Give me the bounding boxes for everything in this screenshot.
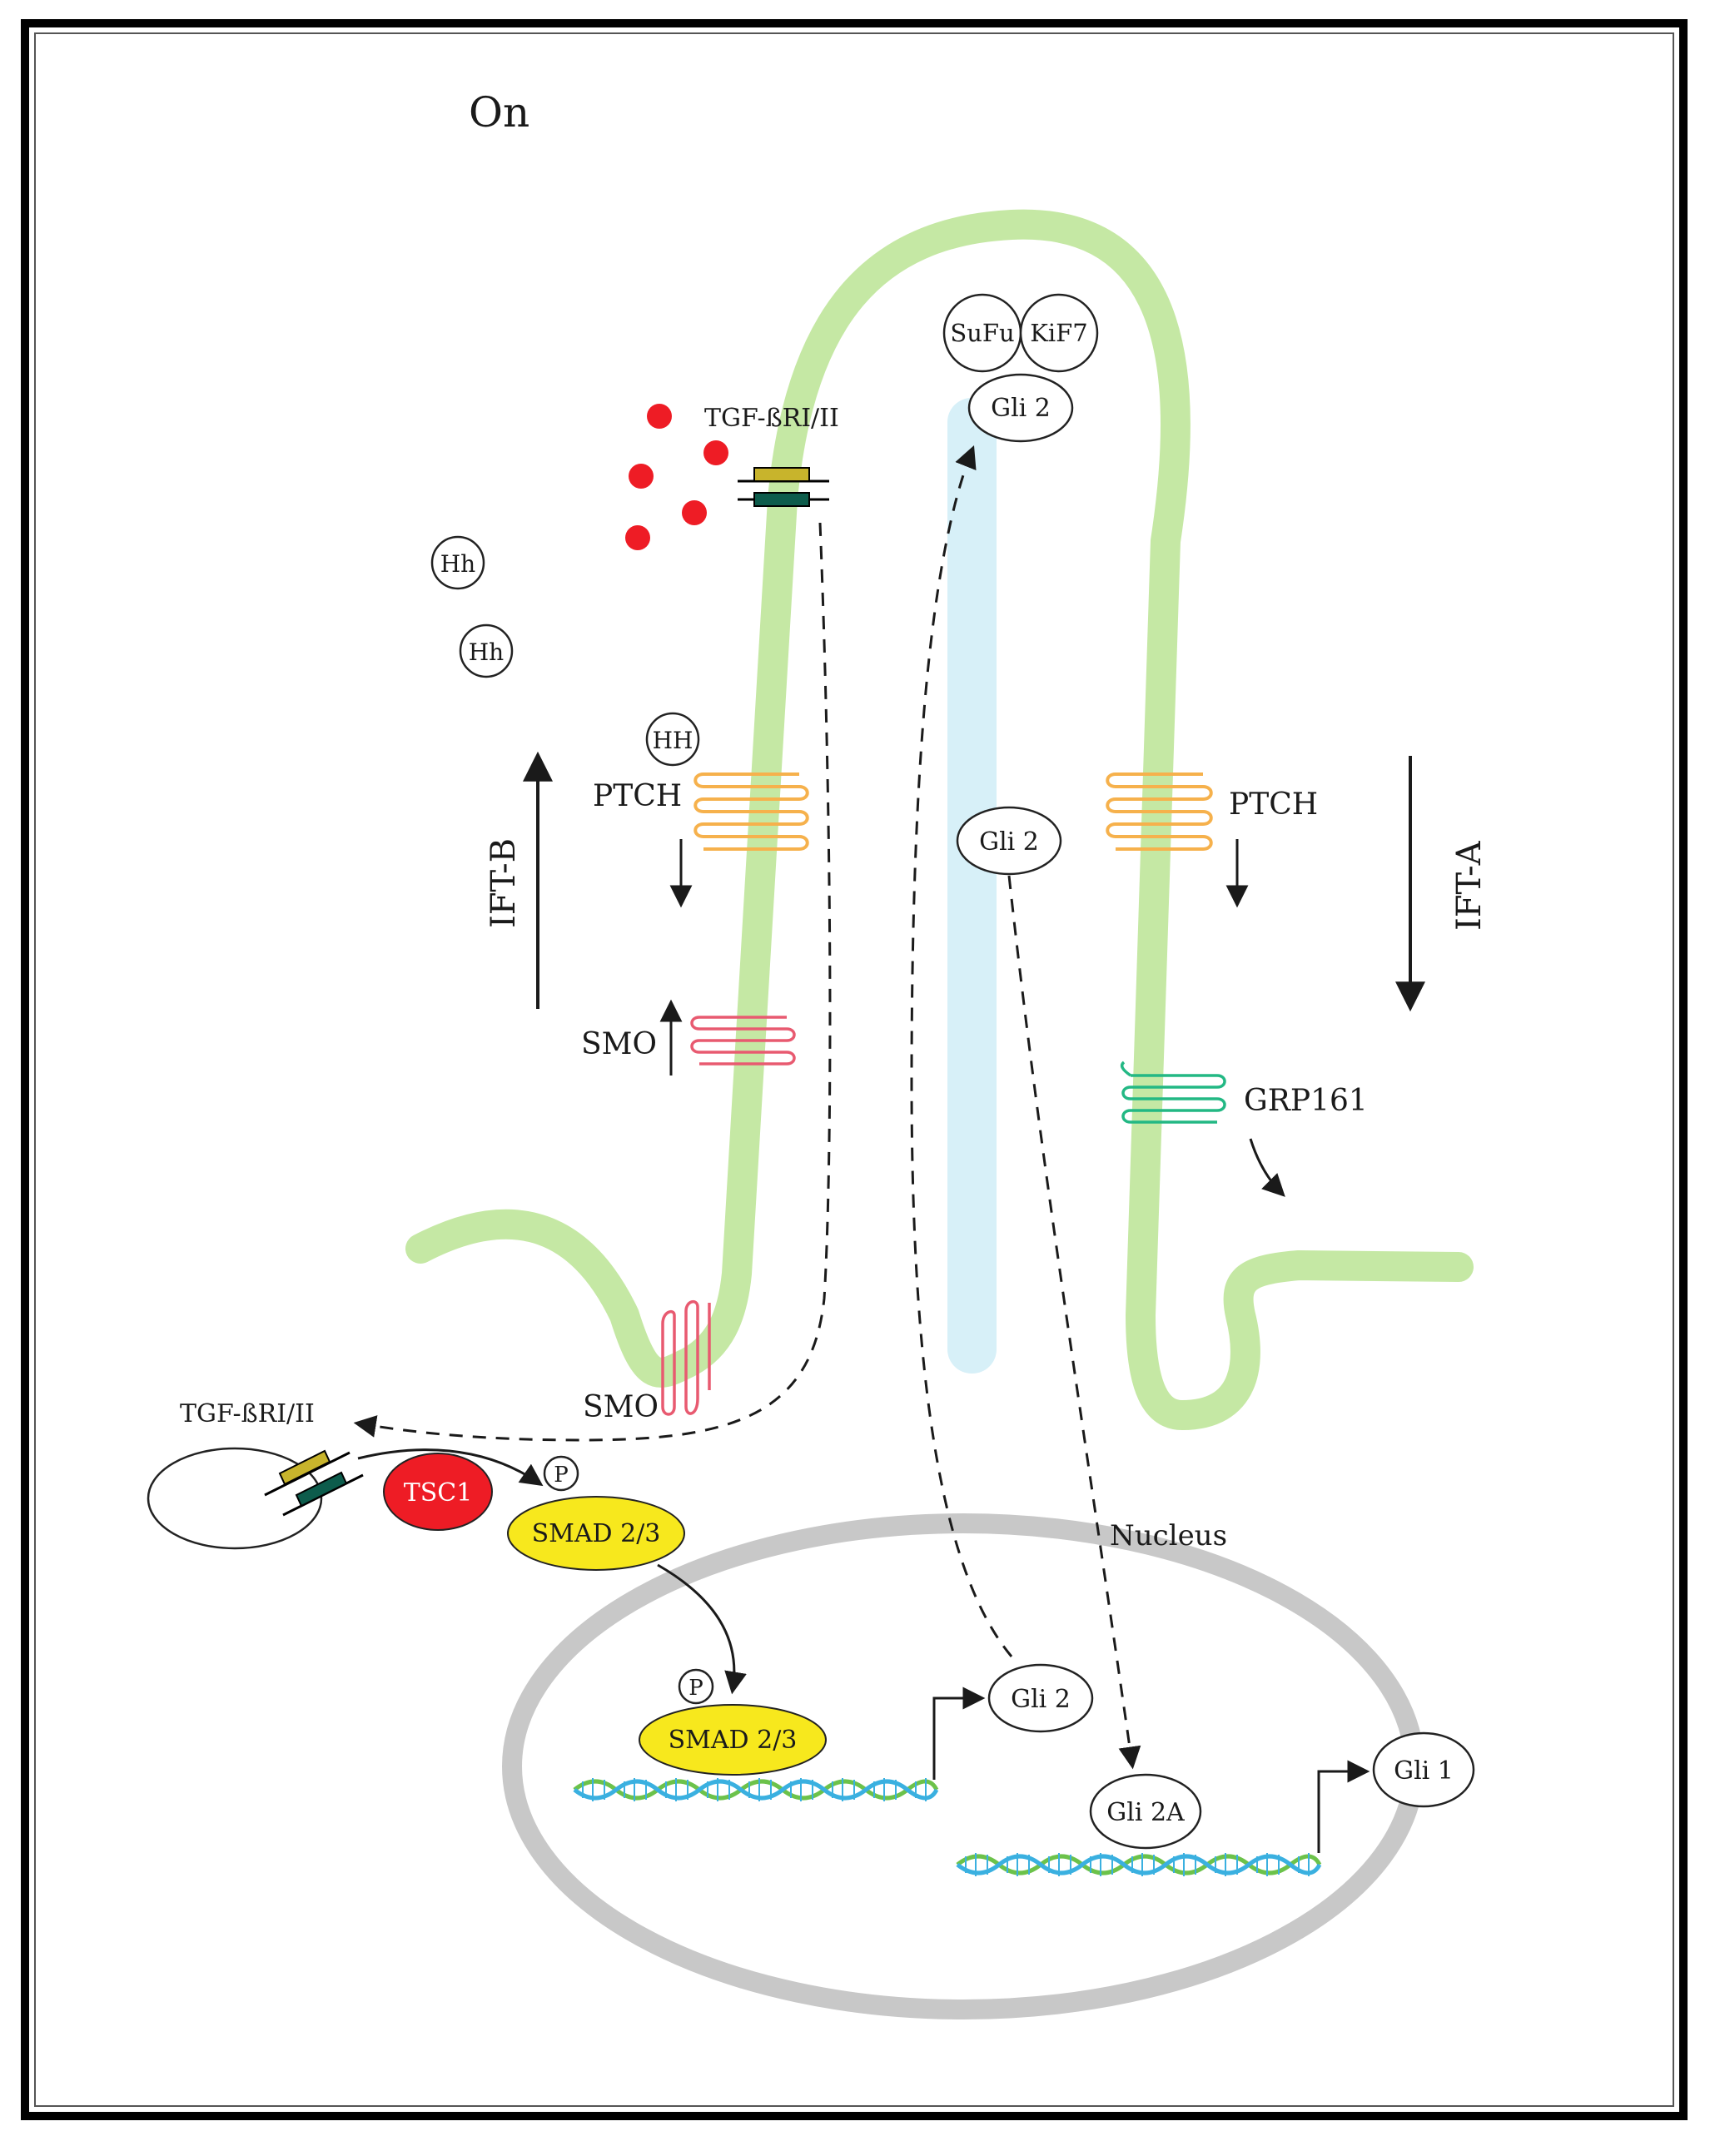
smad-nucleus: SMAD 2/3 [639, 1704, 827, 1776]
ptch-label-left: PTCH [593, 779, 682, 813]
hh-ligand-label: Hh [469, 638, 504, 666]
receptor-to-smad-arrow [357, 1448, 544, 1487]
smo-label-upper: SMO [581, 1027, 657, 1061]
panel-title: On [469, 88, 529, 137]
tsc1: TSC1 [383, 1453, 493, 1531]
tgf-receptor-cilium [738, 467, 829, 507]
dashed-pathways [353, 445, 1141, 1770]
gli2-nucleus: Gli 2 [987, 1663, 1094, 1733]
sufu-complex: SuFu KiF7 Gli 2 [942, 293, 1099, 443]
ift-b-label: IFT-B [485, 838, 523, 928]
tgf-receptor-label-top: TGF-ßRI/II [704, 404, 839, 433]
grp161-label: GRP161 [1244, 1084, 1368, 1118]
cilium-membrane [405, 209, 1474, 1430]
nucleus-label: Nucleus [1110, 1519, 1227, 1552]
gli1-label: Gli 1 [1394, 1756, 1454, 1786]
smo-receptor-lower [661, 1300, 711, 1416]
smad-nucleus-label: SMAD 2/3 [669, 1726, 798, 1755]
tgf-ligand [625, 525, 650, 550]
gli2-to-gli2a-path [1007, 875, 1141, 1770]
smad-label: SMAD 2/3 [532, 1519, 661, 1548]
gli2-transcription-arrow [932, 1687, 986, 1780]
hh-ligand-label: Hh [440, 550, 475, 578]
tgf-ligand [703, 440, 728, 465]
tgf-beta-ligands [625, 404, 728, 550]
ift-a-label: IFT-A [1450, 840, 1489, 931]
tgf-receptor-vesicle [264, 1449, 364, 1517]
tgf-to-vesicle-path [353, 522, 832, 1442]
hh-bound-ligand: HH [645, 712, 700, 767]
hh-ligand-2: Hh [459, 623, 514, 678]
ptch-receptor-right [1106, 772, 1213, 851]
gli2a: Gli 2A [1089, 1773, 1202, 1850]
gli2a-label: Gli 2A [1106, 1798, 1185, 1827]
tgf-receptor-label-vesicle: TGF-ßRI/II [180, 1399, 315, 1428]
kif7-protein [1019, 293, 1099, 373]
gli2-mid-label: Gli 2 [979, 827, 1039, 857]
tgf-ligand [647, 404, 672, 429]
grp161-receptor [1120, 1061, 1226, 1124]
gli2-nucleus-to-tip-path [910, 445, 1013, 1657]
tgf-ligand [682, 500, 707, 525]
smad-cytoplasm: SMAD 2/3 [507, 1496, 685, 1571]
phospho-tag-nucleus: P [678, 1668, 714, 1705]
smad-nuclear-import-arrow [657, 1563, 747, 1695]
grp161-exit-arrow [1249, 1138, 1285, 1197]
ptch-receptor-left [693, 772, 809, 851]
phospho-tag-cytoplasm: P [543, 1455, 579, 1492]
dna-strand-2 [956, 1853, 1322, 1876]
gli2-tip [967, 373, 1074, 443]
kif7-label: KiF7 [1030, 319, 1088, 347]
sufu-label: SuFu [950, 319, 1014, 347]
ptch-label-right: PTCH [1229, 787, 1318, 822]
dna-strand-1 [573, 1778, 939, 1801]
gli1-transcription-arrow [1317, 1760, 1370, 1853]
nucleus-envelope [502, 1513, 1424, 2019]
figure-frame-inner [34, 32, 1674, 2107]
tsc1-label: TSC1 [404, 1478, 473, 1508]
gli2-nucleus-label: Gli 2 [1011, 1685, 1071, 1714]
gli2-mid: Gli 2 [956, 806, 1062, 876]
axoneme [947, 398, 997, 1374]
phospho-label: P [554, 1463, 569, 1488]
hh-ligand-1: Hh [430, 535, 485, 590]
phospho-label: P [688, 1676, 703, 1701]
smo-receptor-upper [690, 1016, 796, 1066]
gli2-tip-label: Gli 2 [991, 394, 1051, 423]
endosome-vesicle [147, 1447, 323, 1550]
gli1: Gli 1 [1372, 1731, 1475, 1808]
figure-frame [21, 19, 1688, 2120]
tgf-ligand [629, 464, 654, 489]
smo-label-lower: SMO [583, 1390, 659, 1424]
hh-bound-label: HH [653, 727, 693, 754]
